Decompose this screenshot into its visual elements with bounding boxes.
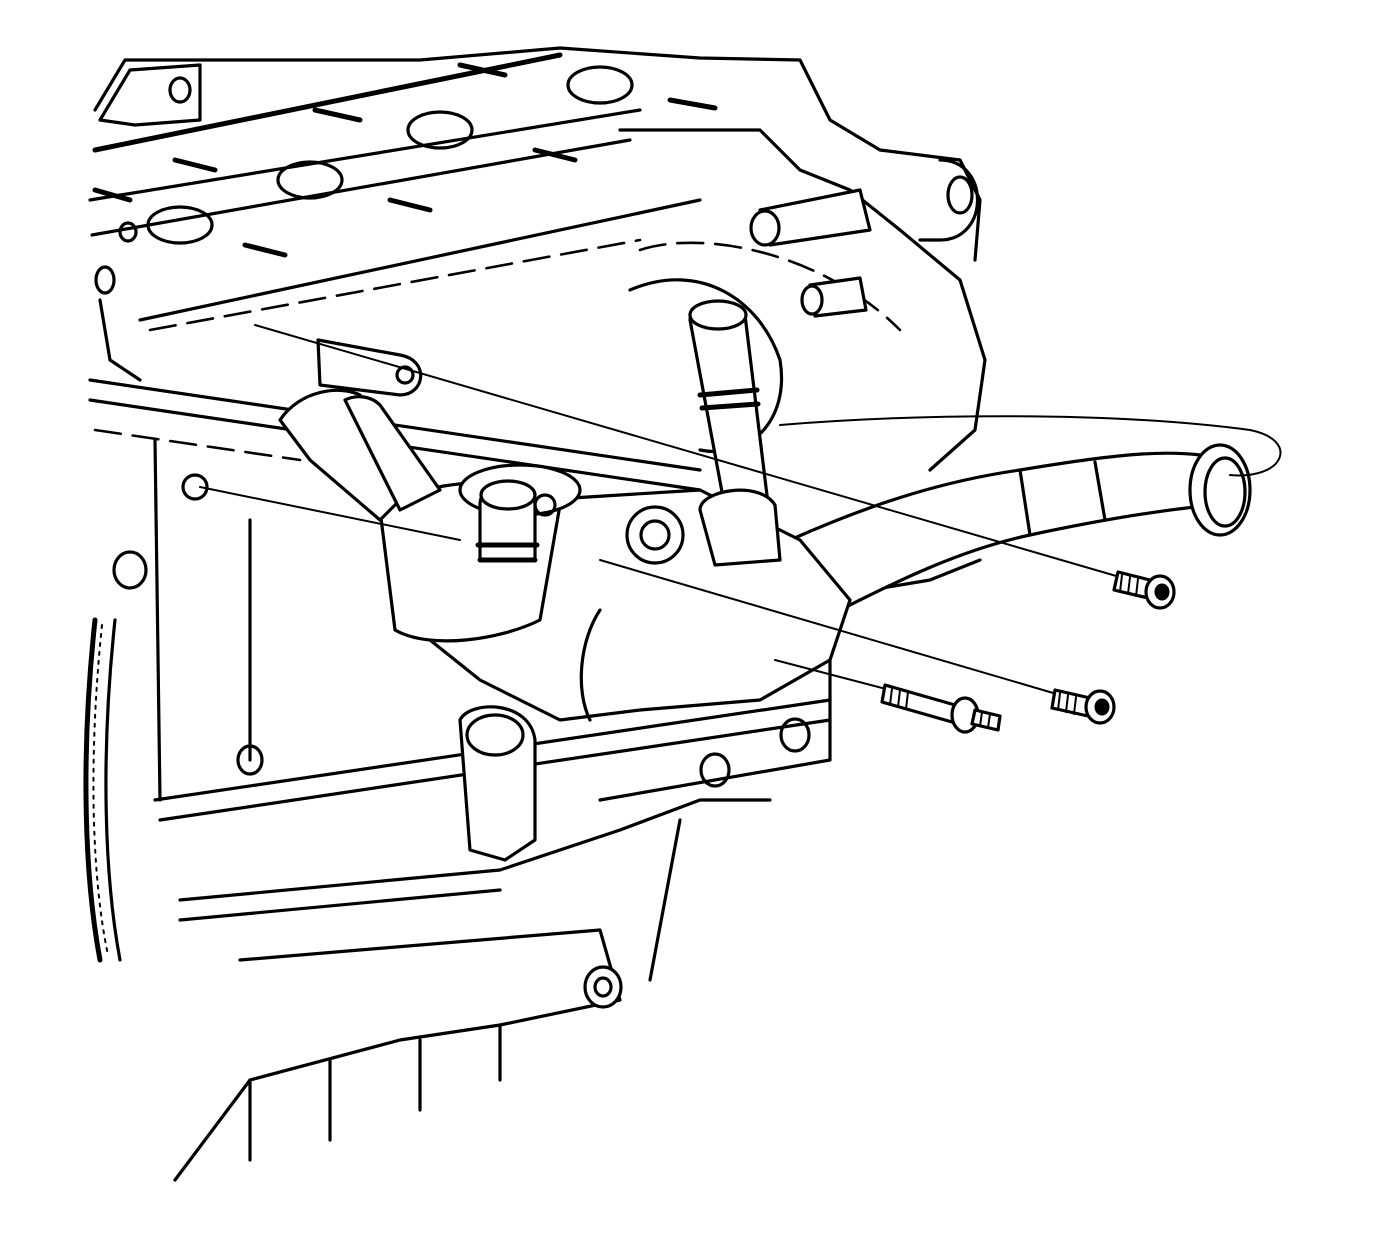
- fastener-bolt-upper: [1112, 570, 1176, 610]
- fastener-bolt-middle: [1050, 688, 1116, 725]
- leader-lines: [199, 324, 1131, 696]
- oil-pan: [173, 705, 772, 1182]
- coolant-sensor: [475, 479, 540, 563]
- engine-block: [88, 128, 987, 822]
- coolant-outlet-housing: [378, 463, 852, 722]
- fastener-stud-lower: [880, 683, 1002, 734]
- flywheel-ring-gear: [83, 617, 122, 963]
- coolant-pipe-upper: [278, 299, 782, 567]
- radiator-hose: [779, 415, 1282, 612]
- cylinder-head: [88, 46, 982, 382]
- exhaust-studs: [92, 62, 718, 258]
